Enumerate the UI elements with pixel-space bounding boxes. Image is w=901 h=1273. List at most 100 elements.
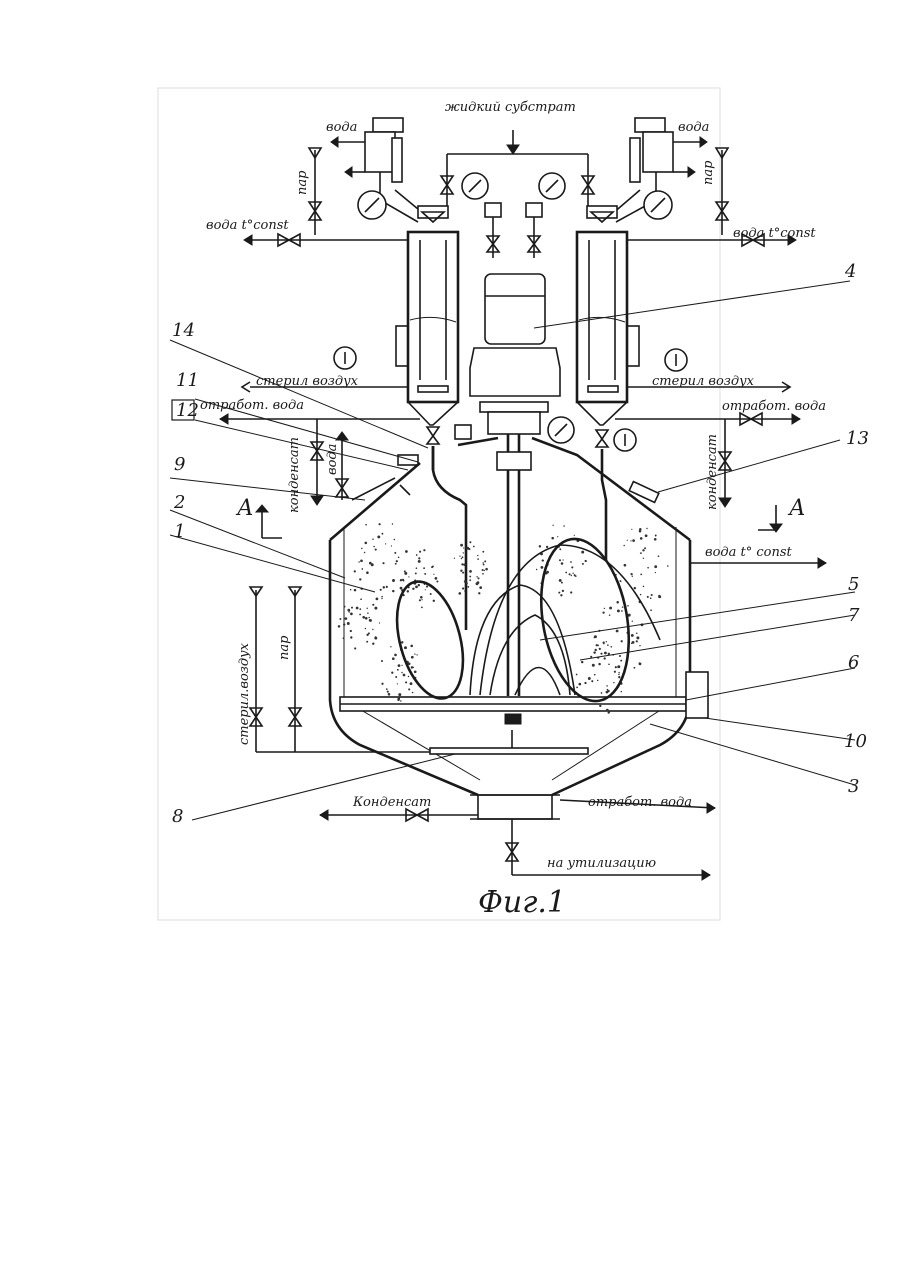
foam-dot	[613, 682, 614, 683]
foam-dot	[400, 700, 401, 701]
foam-dot	[369, 562, 372, 565]
callout-14: 14	[172, 320, 195, 341]
foam-dot	[405, 681, 407, 683]
foam-dot	[405, 550, 408, 553]
foam-dot	[485, 568, 488, 571]
foam-dot	[559, 559, 561, 561]
foam-dot	[608, 712, 610, 714]
foam-dot	[608, 664, 610, 666]
foam-dot	[464, 590, 465, 591]
foam-dot	[643, 586, 645, 588]
foam-dot	[350, 589, 352, 591]
foam-dot	[407, 590, 409, 592]
foam-dot	[597, 680, 599, 682]
foam-dot	[411, 666, 414, 669]
foam-dot	[618, 672, 619, 673]
foam-dot	[381, 683, 383, 685]
foam-dot	[476, 576, 477, 577]
label-section-a-right: А	[787, 496, 806, 521]
foam-dot	[643, 558, 644, 559]
foam-dot	[639, 663, 642, 666]
foam-dot	[632, 641, 635, 644]
foam-dot	[366, 608, 367, 609]
foam-dot	[412, 692, 414, 694]
foam-dot	[655, 572, 656, 573]
foam-dot	[391, 545, 392, 546]
foam-dot	[338, 625, 341, 628]
foam-dot	[618, 676, 620, 678]
foam-dot	[536, 569, 537, 570]
foam-dot	[420, 596, 423, 599]
foam-dot	[639, 528, 642, 531]
foam-dot	[425, 589, 426, 590]
foam-dot	[609, 607, 612, 610]
foam-dot	[571, 566, 573, 568]
foam-dot	[369, 619, 372, 622]
callout-4: 4	[844, 261, 856, 282]
callout-12: 12	[176, 400, 199, 421]
label-condensate-left: конденсат	[287, 437, 302, 513]
foam-dot	[469, 576, 471, 578]
foam-dot	[354, 647, 356, 649]
foam-dot	[469, 570, 472, 573]
reactor-vessel	[320, 438, 715, 880]
foam-dot	[640, 552, 642, 554]
foam-dot	[631, 529, 632, 530]
foam-dot	[372, 538, 374, 540]
foam-dot	[559, 548, 561, 550]
label-water-small: вода	[325, 444, 340, 475]
foam-dot	[400, 579, 402, 581]
foam-dot	[610, 646, 612, 648]
foam-dot	[651, 594, 653, 596]
foam-dot	[572, 573, 573, 574]
label-to-disposal: на утилизацию	[547, 856, 656, 871]
foam-dot	[560, 594, 562, 596]
foam-dot	[478, 577, 480, 579]
foam-dot	[591, 680, 593, 682]
foam-dot	[416, 567, 418, 569]
substrate-manifold	[447, 130, 588, 215]
foam-dot	[350, 630, 352, 632]
foam-dot	[551, 537, 554, 540]
foam-dot	[408, 676, 409, 677]
foam-dot	[368, 617, 369, 618]
foam-dot	[552, 525, 553, 526]
foam-dot	[658, 555, 660, 557]
foam-dot	[343, 637, 345, 639]
foam-dot	[366, 571, 369, 574]
foam-dot	[461, 563, 463, 565]
foam-dot	[606, 685, 608, 687]
foam-dot	[462, 587, 464, 589]
label-liquid-substrate: жидкий субстрат	[445, 100, 576, 115]
foam-dot	[462, 572, 464, 574]
foam-dot	[667, 565, 669, 567]
foam-dot	[650, 597, 652, 599]
foam-dot	[636, 640, 638, 642]
left-dosing-column	[396, 206, 466, 630]
foam-dot	[616, 601, 619, 604]
foam-dot	[594, 637, 595, 638]
foam-dot	[372, 604, 374, 606]
foam-dot	[615, 666, 617, 668]
foam-dot	[398, 556, 400, 558]
foam-dot	[466, 582, 468, 584]
foam-dot	[582, 563, 584, 565]
foam-dot	[606, 641, 607, 642]
foam-dot	[397, 699, 399, 701]
foam-dot	[483, 564, 485, 566]
foam-dot	[482, 573, 484, 575]
foam-dot	[462, 556, 464, 558]
foam-dot	[403, 580, 405, 582]
foam-dot	[412, 588, 414, 590]
foam-dot	[642, 549, 644, 551]
foam-dot	[426, 586, 428, 588]
foam-dot	[419, 599, 421, 601]
foam-dot	[345, 617, 348, 620]
foam-dot	[606, 691, 609, 694]
foam-dot	[604, 657, 606, 659]
foam-dot	[354, 589, 357, 592]
foam-dot	[365, 628, 367, 630]
foam-dot	[376, 598, 379, 601]
foam-dot	[394, 654, 397, 657]
foam-dot	[632, 621, 633, 622]
